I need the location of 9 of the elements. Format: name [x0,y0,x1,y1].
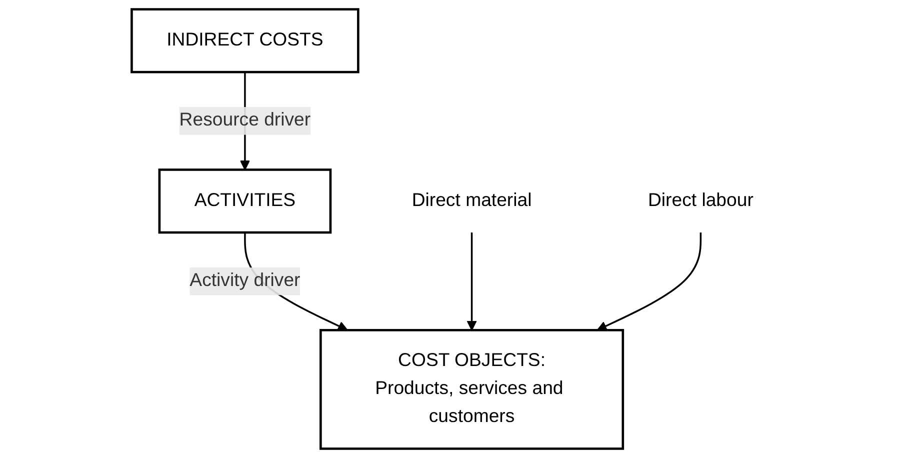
arrow [596,232,702,331]
node-box: ACTIVITIES [158,168,332,234]
node-box: COST OBJECTS: Products, services and customers [320,328,624,450]
edge-label: Resource driver [179,110,311,130]
node-box: INDIRECT COSTS [130,8,360,74]
node-text: Direct labour [648,190,754,210]
arrow [466,232,477,331]
edge-label: Activity driver [190,270,300,291]
node-text: Direct material [412,190,532,210]
